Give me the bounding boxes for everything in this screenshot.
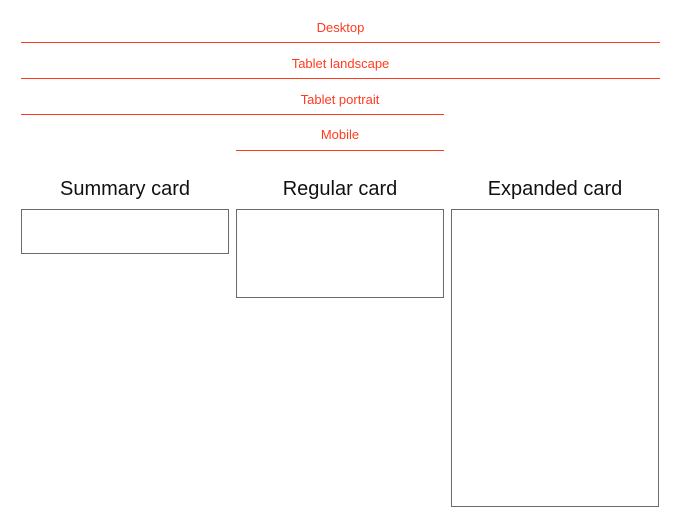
breakpoint-line-desktop — [21, 42, 660, 43]
breakpoint-line-tablet-portrait — [21, 114, 444, 115]
breakpoint-line-mobile — [236, 150, 444, 151]
column-title-summary-card: Summary card — [59, 178, 191, 200]
breakpoint-label-mobile: Mobile — [320, 127, 360, 142]
column-title-expanded-card: Expanded card — [487, 178, 623, 200]
breakpoint-label-tablet-landscape: Tablet landscape — [291, 56, 390, 71]
column-title-regular-card: Regular card — [282, 178, 398, 200]
summary-card-placeholder — [21, 209, 229, 254]
breakpoint-line-tablet-landscape — [21, 78, 660, 79]
breakpoint-label-desktop: Desktop — [316, 20, 365, 35]
breakpoint-label-tablet-portrait: Tablet portrait — [300, 92, 380, 107]
regular-card-placeholder — [236, 209, 444, 298]
expanded-card-placeholder — [451, 209, 659, 507]
